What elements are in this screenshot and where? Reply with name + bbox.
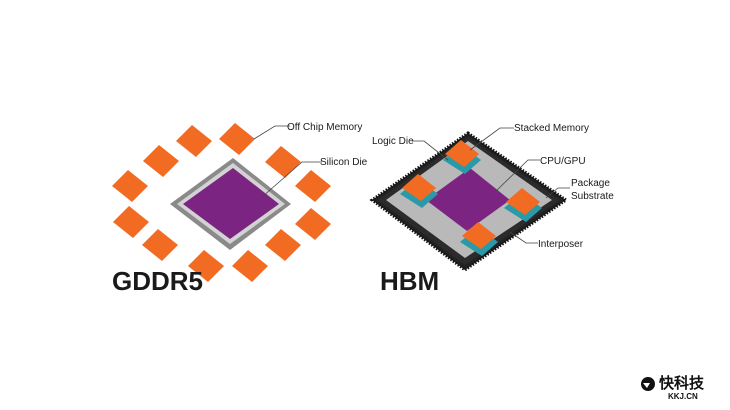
package-label: Package — [571, 178, 610, 189]
cpu-gpu-label: CPU/GPU — [540, 156, 586, 167]
hbm-stack-bottom — [460, 222, 498, 256]
cpu-gpu-leader — [494, 159, 540, 193]
off-chip-memory-leader — [253, 125, 290, 140]
silicon-die-label: Silicon Die — [320, 157, 368, 168]
memory-chip — [112, 170, 148, 202]
hbm-stack-right — [504, 188, 542, 222]
package-substrate-leader — [545, 187, 570, 199]
stacked-memory — [462, 222, 496, 249]
memory-chip — [176, 125, 212, 157]
stacked-memory — [445, 140, 479, 167]
hbm-stack-top — [443, 140, 481, 174]
logic-die-label: Logic Die — [372, 136, 414, 147]
stacked-memory-label: Stacked Memory — [514, 123, 589, 134]
interposer-leader — [509, 231, 538, 244]
off-chip-memory-chips — [112, 123, 331, 282]
memory-chip — [219, 123, 255, 155]
silicon-die-leader — [261, 161, 322, 198]
hbm-title: HBM — [380, 266, 439, 296]
hbm-diagram: Logic Die Stacked Memory CPU/GPU Package… — [369, 123, 614, 296]
hbm-stack-left — [400, 174, 438, 208]
logic-die-leader — [412, 140, 449, 161]
watermark-logo-icon — [641, 377, 655, 391]
memory-chip — [143, 145, 179, 177]
memory-chip — [295, 208, 331, 240]
stacked-memory-leader — [469, 127, 514, 151]
memory-chip — [265, 146, 301, 178]
memory-chip — [265, 229, 301, 261]
substrate-label: Substrate — [571, 191, 614, 202]
watermark: 快科技 KKJ.CN — [641, 374, 705, 401]
memory-chip — [113, 206, 149, 238]
stacked-memory — [402, 174, 436, 201]
gddr5-title: GDDR5 — [112, 266, 203, 296]
memory-chip — [295, 170, 331, 202]
off-chip-memory-label: Off Chip Memory — [287, 122, 362, 133]
cpu-gpu-die — [426, 168, 510, 231]
memory-chip — [232, 250, 268, 282]
memory-chip — [188, 250, 224, 282]
watermark-cn-text: 快科技 — [659, 374, 705, 392]
interposer-label: Interposer — [538, 239, 584, 250]
memory-chip — [142, 229, 178, 261]
silicon-die — [183, 168, 279, 239]
gddr5-diagram: Off Chip Memory Silicon Die GDDR5 — [112, 122, 368, 296]
stacked-memory — [506, 188, 540, 215]
watermark-en-text: KKJ.CN — [668, 392, 698, 401]
